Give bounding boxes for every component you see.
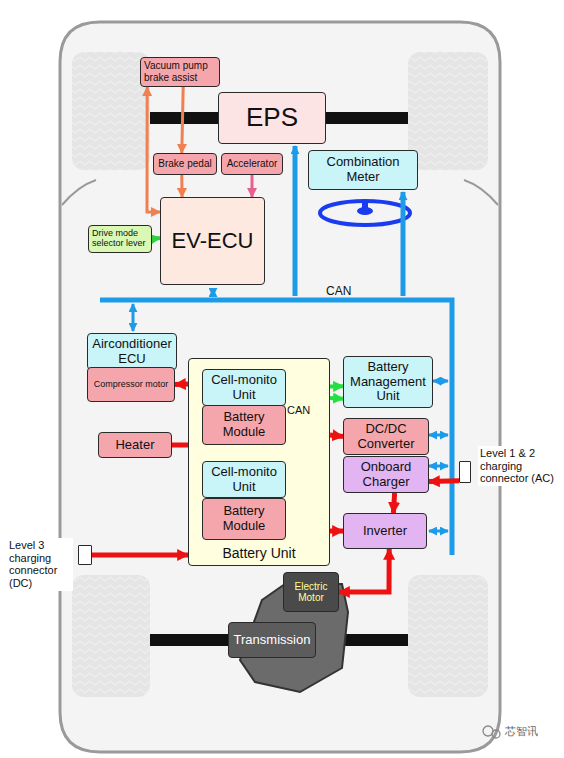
- node-label: Compressor motor: [94, 379, 169, 389]
- connector: [92, 552, 188, 557]
- component-box: Battery Module: [202, 405, 286, 445]
- node-label: Airconditioner ECU: [91, 337, 173, 367]
- connector: [330, 435, 343, 437]
- node-label: DC/DC Converter: [347, 422, 425, 452]
- ecu-box: EV-ECU: [160, 197, 265, 285]
- connector: [152, 236, 160, 241]
- component-box: Battery Module: [202, 498, 286, 540]
- ecu-box: Airconditioner ECU: [87, 333, 177, 370]
- component-box: Combination Meter: [308, 150, 418, 190]
- node-label: Battery Module: [206, 504, 282, 534]
- car-body: [60, 22, 500, 752]
- node-label: Level 1 & 2 charging connector (AC): [478, 446, 562, 486]
- connector: [330, 529, 343, 534]
- component-box: Compressor motor: [87, 367, 175, 402]
- node-label: Onboard Charger: [347, 460, 425, 490]
- node-label: Electric Motor: [287, 581, 335, 604]
- component-box: Heater: [98, 432, 172, 458]
- node-label: Drive mode selector lever: [92, 228, 148, 249]
- transmission-box: Transmission: [228, 622, 316, 658]
- node-label: Combination Meter: [312, 155, 414, 185]
- can-stub: [429, 465, 448, 468]
- charging-connector: Level 3 charging connector (DC): [78, 545, 92, 565]
- can-stub: [429, 434, 448, 437]
- component-box: EPS: [218, 92, 326, 144]
- node-label: Brake pedal: [158, 158, 211, 170]
- node-label: Battery Management Unit: [347, 360, 429, 405]
- can-stub: [429, 530, 448, 533]
- component-box: Brake pedal: [153, 153, 217, 175]
- node-label: Transmission: [234, 633, 311, 648]
- connector: [175, 382, 188, 388]
- battery-unit: Battery UnitCell-monito UnitBattery Modu…: [188, 358, 330, 566]
- connector: [339, 549, 389, 592]
- can-stub: [433, 380, 448, 383]
- watermark-icon: [492, 730, 500, 738]
- can-stub: [212, 289, 215, 296]
- bus-label: CAN: [326, 285, 351, 298]
- connector: [182, 87, 183, 153]
- node-label: EPS: [246, 103, 298, 133]
- component-box: DC/DC Converter: [343, 418, 429, 455]
- node-label: Battery Module: [206, 410, 282, 440]
- body-line: [464, 180, 498, 205]
- connector: [180, 175, 183, 197]
- component-box: Accelerator: [221, 153, 283, 175]
- bus-label: CAN: [287, 404, 310, 416]
- can-stub: [401, 192, 406, 296]
- connector: [429, 478, 459, 484]
- motor-box: Electric Motor: [283, 572, 339, 612]
- can-stub: [132, 304, 135, 331]
- can-stub: [293, 146, 298, 296]
- node-label: Battery Unit: [189, 545, 329, 561]
- component-box: Battery Management Unit: [343, 356, 433, 408]
- watermark: 芯智讯: [505, 725, 538, 737]
- connector: [393, 493, 394, 513]
- component-box: Cell-monito Unit: [202, 461, 286, 498]
- connector: [147, 87, 160, 212]
- connector: [172, 442, 188, 447]
- node-label: Vacuum pump brake assist: [144, 60, 216, 83]
- node-label: Cell-monito Unit: [206, 465, 282, 495]
- charging-connector: Level 1 & 2 charging connector (AC): [459, 461, 471, 483]
- component-box: Onboard Charger: [343, 456, 429, 493]
- component-box: Cell-monito Unit: [202, 369, 286, 406]
- component-box: Drive mode selector lever: [88, 225, 152, 253]
- node-label: Cell-monito Unit: [206, 373, 282, 403]
- component-box: Inverter: [343, 513, 427, 549]
- connector: [250, 175, 253, 197]
- component-box: Vacuum pump brake assist: [140, 57, 220, 87]
- node-label: Inverter: [363, 524, 407, 539]
- node-label: EV-ECU: [172, 228, 254, 253]
- node-label: Accelerator: [227, 158, 278, 170]
- steering-wheel: [320, 201, 410, 225]
- node-label: Heater: [115, 438, 154, 453]
- body-line: [62, 180, 96, 205]
- steering-column: [362, 200, 368, 212]
- node-label: Level 3 charging connector (DC): [7, 538, 73, 591]
